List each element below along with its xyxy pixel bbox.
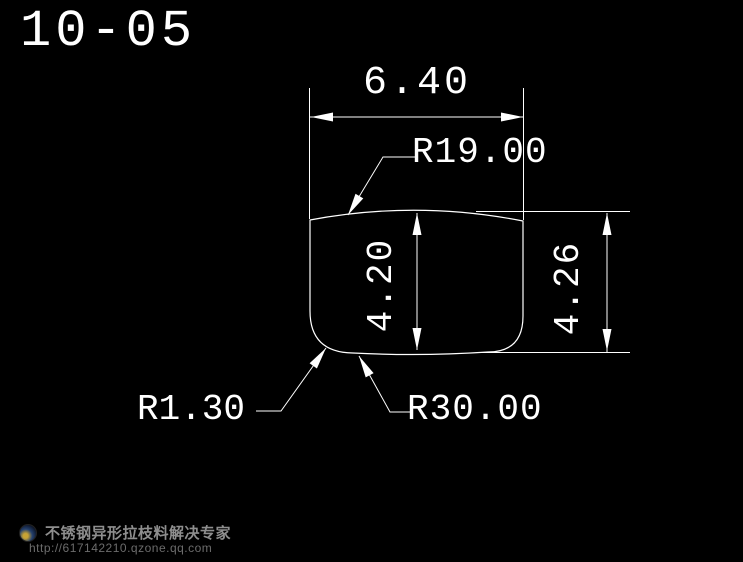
dimension-height-left-label: 4.20	[361, 237, 402, 333]
arrowhead	[602, 213, 612, 235]
arrowhead	[309, 348, 326, 369]
arrowhead	[348, 193, 364, 215]
arrowhead	[501, 112, 523, 122]
arrowhead	[311, 112, 333, 122]
arrowhead	[412, 213, 422, 235]
radius-bottom-left-label: R1.30	[137, 389, 246, 430]
radius-top-label: R19.00	[412, 132, 548, 173]
dimension-height-right-label: 4.26	[548, 240, 589, 336]
watermark-text: 不锈钢异形拉枝料解决专家	[45, 525, 232, 542]
radius-bottom-label: R30.00	[407, 389, 543, 430]
watermark-url: http://617142210.qzone.qq.com	[29, 541, 213, 555]
leader-r30	[358, 355, 412, 413]
qq-avatar-icon	[19, 524, 37, 542]
leader-r130	[256, 347, 327, 412]
arrowhead	[359, 356, 374, 378]
drawing-title: 10-05	[20, 2, 197, 61]
arrowhead	[412, 328, 422, 350]
arrowhead	[602, 329, 612, 351]
leader-r19	[347, 156, 415, 216]
dimension-width-label: 6.40	[362, 61, 471, 106]
profile-outline	[309, 209, 524, 356]
